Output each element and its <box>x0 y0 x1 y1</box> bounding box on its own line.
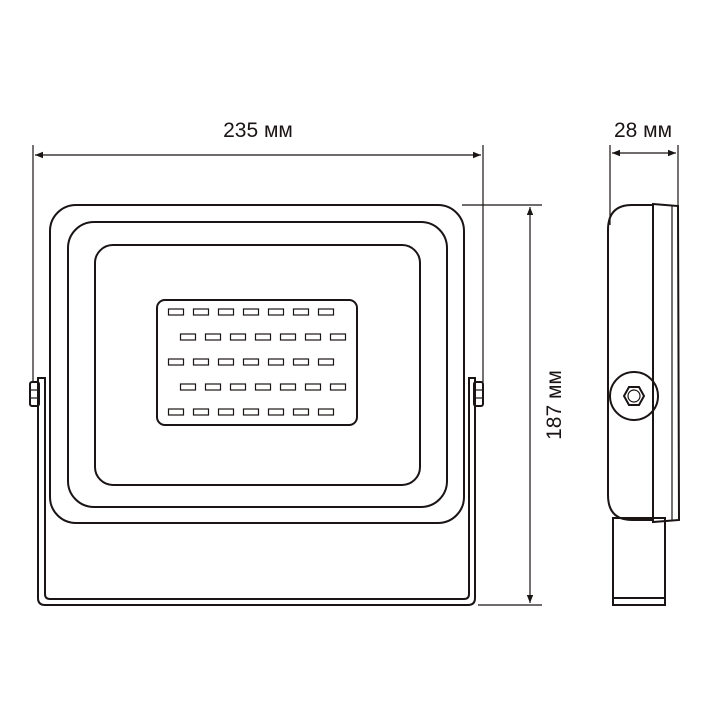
front-view <box>29 204 484 606</box>
side-bracket <box>612 517 666 606</box>
led-chip <box>279 333 297 341</box>
housing-frame <box>67 221 448 508</box>
led-chip <box>192 408 210 416</box>
led-chip <box>179 333 197 341</box>
led-chip <box>167 308 185 316</box>
width-dimension: 235 мм <box>32 119 484 382</box>
led-chip <box>229 383 247 391</box>
led-chip <box>204 383 222 391</box>
led-chip <box>292 408 310 416</box>
height-dimension: 187 мм <box>462 204 566 606</box>
led-chip <box>329 383 347 391</box>
led-chip <box>242 358 260 366</box>
led-chip <box>317 308 335 316</box>
mounting-bracket <box>37 377 476 606</box>
led-chip <box>217 408 235 416</box>
lens-glass <box>94 244 421 486</box>
led-chip <box>229 333 247 341</box>
led-chip <box>254 383 272 391</box>
led-chip <box>279 383 297 391</box>
led-panel <box>156 299 358 426</box>
side-housing <box>607 204 654 521</box>
led-array <box>167 308 347 416</box>
led-chip <box>267 308 285 316</box>
led-chip <box>242 408 260 416</box>
led-chip <box>179 383 197 391</box>
width-label: 235 мм <box>223 119 293 142</box>
led-chip <box>304 383 322 391</box>
led-chip <box>304 333 322 341</box>
hex-nut-icon <box>622 386 646 406</box>
hinge-knob-left <box>29 381 40 407</box>
depth-dimension: 28 мм <box>609 119 679 225</box>
led-chip <box>292 308 310 316</box>
side-lens-frame <box>652 202 681 524</box>
led-chip <box>192 358 210 366</box>
depth-label: 28 мм <box>614 119 672 142</box>
led-chip <box>254 333 272 341</box>
height-label: 187 мм <box>543 370 566 440</box>
hinge-knob-right <box>473 381 484 407</box>
led-chip <box>267 408 285 416</box>
side-view <box>607 202 681 606</box>
housing-outer <box>49 204 465 524</box>
led-chip <box>217 358 235 366</box>
led-chip <box>267 358 285 366</box>
led-chip <box>167 358 185 366</box>
led-chip <box>204 333 222 341</box>
hinge-bolt <box>609 371 659 421</box>
led-chip <box>167 408 185 416</box>
led-chip <box>242 308 260 316</box>
led-chip <box>329 333 347 341</box>
led-chip <box>217 308 235 316</box>
led-chip <box>317 408 335 416</box>
led-chip <box>292 358 310 366</box>
led-chip <box>317 358 335 366</box>
led-chip <box>192 308 210 316</box>
